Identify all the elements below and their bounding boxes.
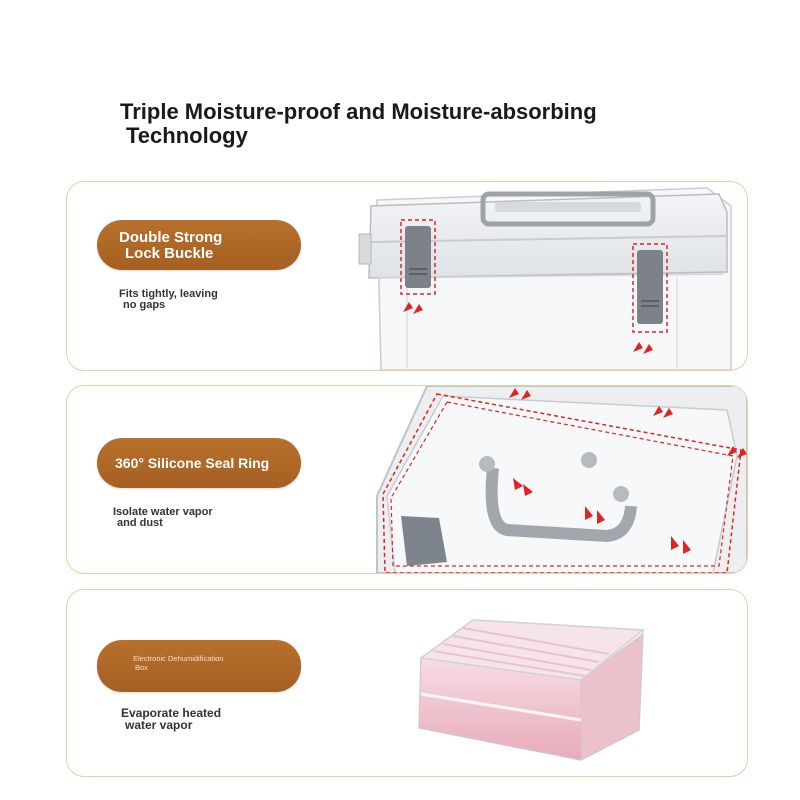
feature-card-lock-buckle: Double Strong Lock Buckle Fits tightly, … bbox=[66, 181, 748, 371]
desiccant-box-image bbox=[418, 619, 645, 761]
feature-label-line-2: Lock Buckle bbox=[125, 245, 214, 262]
feature-description-line-1: Evaporate heated bbox=[121, 706, 222, 720]
feature-description-line-1: Fits tightly, leaving bbox=[119, 288, 218, 300]
storage-box-open-lid-image bbox=[376, 386, 747, 573]
feature-label-line-1: Electronic Dehumidification bbox=[133, 654, 224, 663]
feature-label-line-2: Box bbox=[135, 663, 148, 672]
lock-buckle-left bbox=[400, 219, 436, 295]
feature-card-seal-ring: 360° Silicone Seal Ring Isolate water va… bbox=[66, 385, 748, 574]
feature-label-line-1: Double Strong bbox=[119, 229, 223, 246]
feature-description-line-2: no gaps bbox=[123, 299, 166, 311]
lock-buckle-right bbox=[632, 243, 668, 333]
page-title: Triple Moisture-proof and Moisture-absor… bbox=[120, 100, 720, 148]
title-line-1: Triple Moisture-proof and Moisture-absor… bbox=[120, 99, 597, 124]
feature-description-line-2: and dust bbox=[117, 517, 163, 529]
storage-box-lid-image bbox=[358, 187, 732, 370]
up-arrows-icon bbox=[403, 302, 653, 354]
feature-card-dehumidifier: Electronic Dehumidification Box Evaporat… bbox=[66, 589, 748, 777]
feature-description-line-1: Isolate water vapor bbox=[113, 506, 213, 518]
feature-label-pill: Double Strong Lock Buckle bbox=[97, 220, 301, 270]
feature-label-pill: 360° Silicone Seal Ring bbox=[97, 438, 301, 488]
feature-description: Isolate water vapor and dust bbox=[113, 507, 213, 529]
feature-label: 360° Silicone Seal Ring bbox=[115, 455, 270, 471]
up-arrows-icon bbox=[509, 388, 747, 458]
title-line-2: Technology bbox=[126, 123, 248, 148]
lid-handle bbox=[479, 452, 637, 543]
down-arrows-icon bbox=[513, 478, 691, 554]
feature-description: Fits tightly, leaving no gaps bbox=[119, 289, 218, 311]
feature-description-line-2: water vapor bbox=[125, 718, 193, 732]
feature-label-pill: Electronic Dehumidification Box bbox=[97, 640, 301, 692]
feature-description: Evaporate heated water vapor bbox=[121, 707, 221, 731]
